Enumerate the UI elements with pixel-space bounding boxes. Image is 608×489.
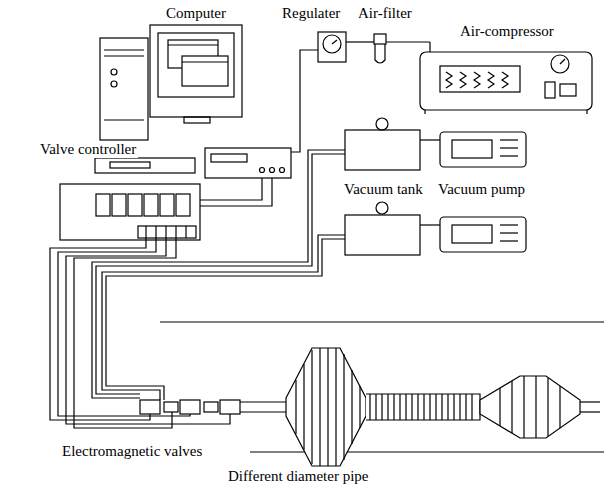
- part-label: Air-filter: [356, 5, 414, 22]
- computer-figure: [100, 25, 242, 140]
- part-label: Regulater: [280, 5, 342, 22]
- part-label: Air-compressor: [458, 23, 556, 40]
- part-label: Different diameter pipe: [226, 468, 371, 485]
- part-label: Vacuum pump: [436, 181, 527, 198]
- test-pipe-figure: [140, 322, 604, 466]
- part-label: Valve controller: [38, 141, 138, 158]
- part-label: Vacuum tank: [342, 181, 425, 198]
- part-label: Electromagnetic valves: [60, 443, 204, 460]
- part-label: Computer: [164, 5, 228, 22]
- air-supply-figure: [318, 32, 592, 114]
